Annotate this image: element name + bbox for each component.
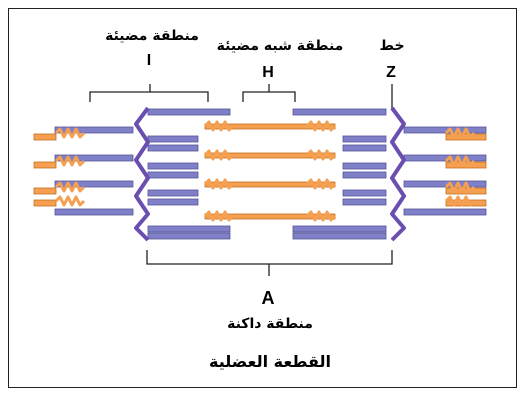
left-z-line: [134, 106, 150, 242]
h-zone-label: منطقة شبه مضيئة: [216, 38, 344, 54]
i-band-letter: I: [146, 52, 152, 69]
z-line-letter: Z: [386, 64, 396, 81]
right-z-line: [390, 106, 406, 242]
myosin-heads: [54, 120, 476, 222]
h-zone-letter: H: [262, 64, 274, 81]
diagram-frame: [8, 8, 517, 388]
a-band-bracket: [146, 250, 393, 276]
a-band-label: منطقة داكنة: [227, 316, 313, 332]
thin-filaments: [54, 108, 487, 240]
i-band-label: منطقة مضيئة: [105, 28, 199, 44]
a-band-letter: A: [261, 288, 275, 308]
z-line-label: خط: [379, 38, 405, 54]
i-band-bracket: [89, 84, 209, 102]
thick-filaments: [33, 123, 487, 220]
z-lines: [134, 106, 406, 242]
h-zone-bracket: [242, 84, 296, 102]
sarcomere-label: القطعة العضلية: [209, 352, 331, 371]
